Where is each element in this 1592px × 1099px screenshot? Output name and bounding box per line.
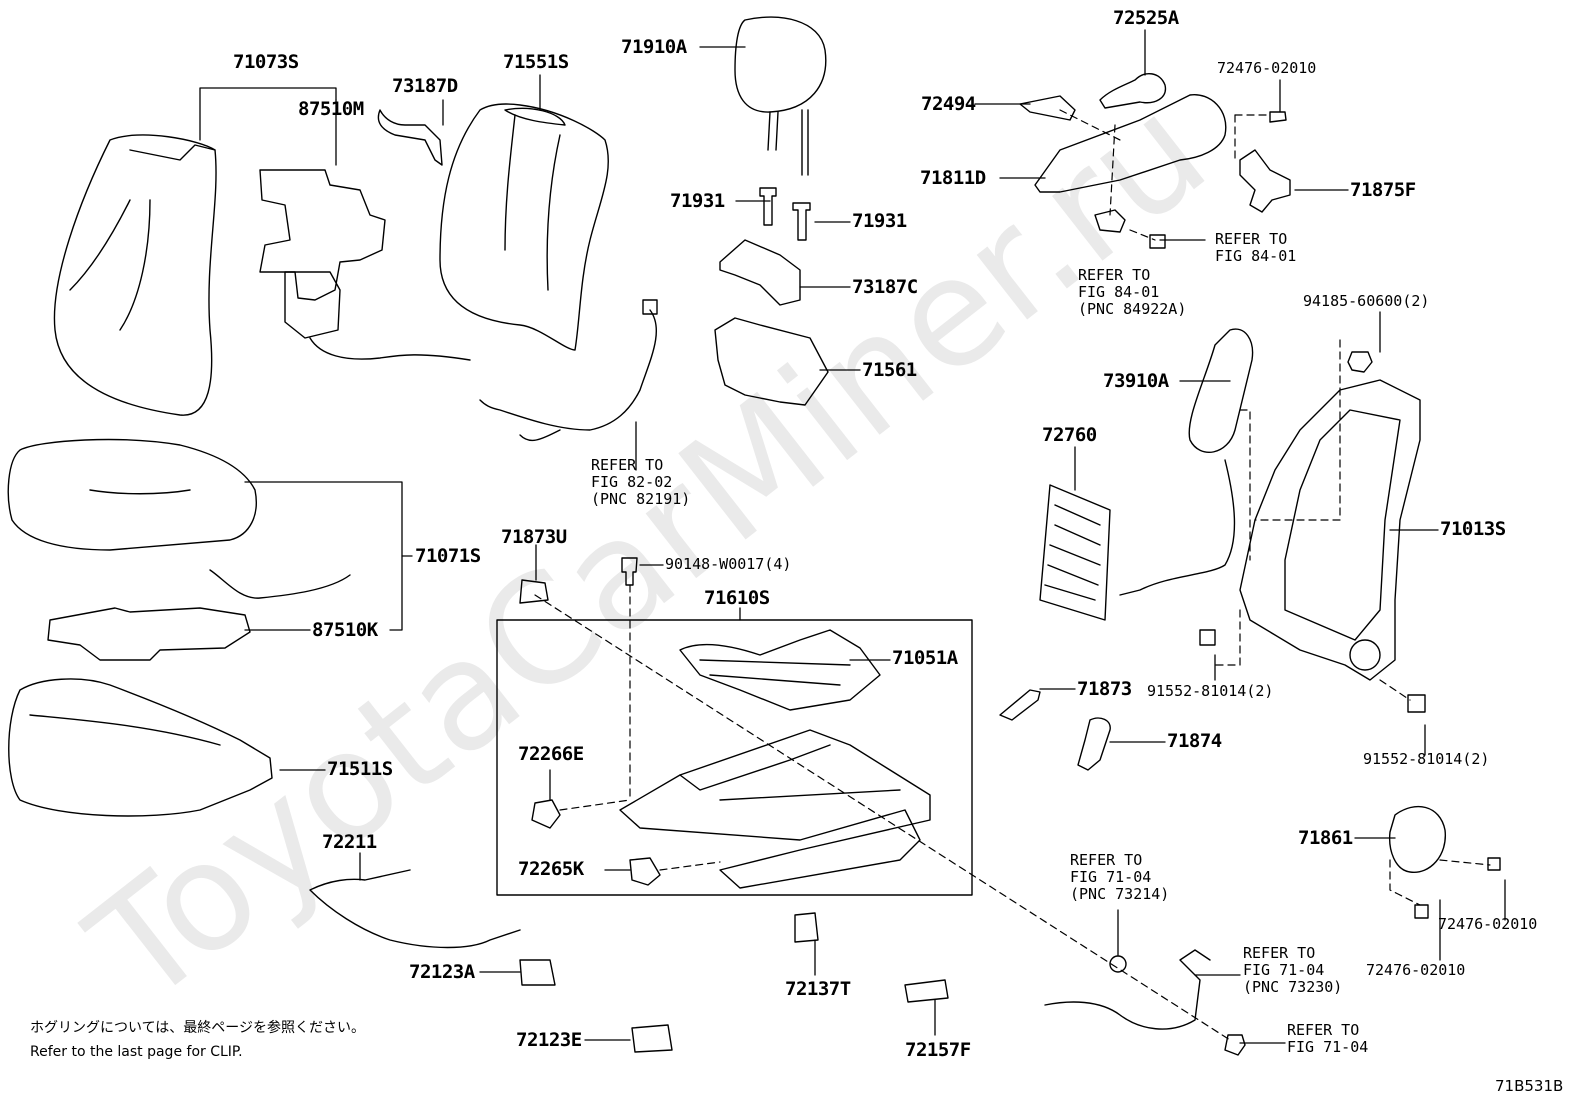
- bolt-72476-top: [1269, 111, 1287, 123]
- part-label[interactable]: 94185-60600(2): [1303, 292, 1430, 310]
- part-label[interactable]: 72266E: [518, 743, 584, 765]
- part-label[interactable]: 71874: [1167, 730, 1222, 752]
- nut-94185: [1347, 351, 1373, 373]
- seatback-spring-72760: [1039, 484, 1111, 621]
- part-label[interactable]: 71511S: [327, 758, 393, 780]
- clips: [519, 912, 949, 1053]
- cushion-pad-71511S: [8, 678, 273, 817]
- recliner-parts-top: [1019, 73, 1227, 233]
- seatback-frame-71013S: [1239, 379, 1421, 681]
- part-label[interactable]: 87510K: [312, 619, 378, 641]
- adjuster-box-71610S: [496, 619, 973, 896]
- headrest-71910A: [734, 16, 827, 176]
- dashed-lines: [534, 109, 1491, 1041]
- bolt-90148: [621, 557, 638, 586]
- part-label[interactable]: 72760: [1042, 424, 1097, 446]
- bracket-73187C: [719, 239, 801, 306]
- part-label[interactable]: 72123E: [516, 1029, 582, 1051]
- reference-note[interactable]: REFER TO FIG 71-04 (PNC 73214): [1070, 851, 1170, 903]
- clip-note-jp: ホグリングについては、最終ページを参照ください。: [30, 1020, 366, 1036]
- part-label[interactable]: 72494: [921, 93, 976, 115]
- part-label[interactable]: 71931: [852, 210, 907, 232]
- part-label[interactable]: 72525A: [1113, 7, 1179, 29]
- part-label[interactable]: 73187C: [852, 276, 918, 298]
- bolt-fig84: [1149, 234, 1166, 249]
- lower-right-parts: [1044, 949, 1246, 1056]
- leader-lines: [199, 29, 1506, 1044]
- cover-71861: [1388, 805, 1446, 873]
- part-label[interactable]: 71561: [862, 359, 917, 381]
- part-label[interactable]: 72211: [322, 831, 377, 853]
- cover-71875F: [1239, 149, 1291, 213]
- part-label[interactable]: 72265K: [518, 858, 584, 880]
- part-label[interactable]: 71875F: [1350, 179, 1416, 201]
- part-label[interactable]: 71861: [1298, 827, 1353, 849]
- part-label[interactable]: 73910A: [1103, 370, 1169, 392]
- part-label[interactable]: 73187D: [392, 75, 458, 97]
- heater-87510M: [259, 169, 471, 361]
- part-label[interactable]: 72476-02010: [1438, 915, 1538, 933]
- part-label[interactable]: 72137T: [785, 978, 851, 1000]
- part-label[interactable]: 72157F: [905, 1039, 971, 1061]
- part-label[interactable]: 71610S: [704, 587, 770, 609]
- wire-harness-82191: [479, 299, 658, 442]
- seat-adjuster-frame: [619, 729, 931, 889]
- diagram-id: 71B531B: [1495, 1077, 1564, 1095]
- seatback-cover-71073S: [53, 134, 217, 416]
- part-label[interactable]: 71931: [670, 190, 725, 212]
- reference-note[interactable]: REFER TO FIG 84-01 (PNC 84922A): [1078, 266, 1187, 318]
- covers-72266E-72265K: [531, 799, 661, 886]
- part-label[interactable]: 71873U: [501, 526, 567, 548]
- side-airbag-73910A: [1119, 328, 1254, 596]
- wire-72211: [309, 869, 521, 949]
- part-label[interactable]: 71051A: [892, 647, 958, 669]
- reference-note[interactable]: REFER TO FIG 82-02 (PNC 82191): [591, 456, 691, 508]
- part-label[interactable]: 71013S: [1440, 518, 1506, 540]
- part-label[interactable]: 87510M: [298, 98, 364, 120]
- part-label[interactable]: 71873: [1077, 678, 1132, 700]
- part-label[interactable]: 71071S: [415, 545, 481, 567]
- board-71561: [714, 317, 829, 406]
- part-label[interactable]: 71073S: [233, 51, 299, 73]
- reference-note[interactable]: REFER TO FIG 84-01: [1215, 230, 1297, 265]
- part-label[interactable]: 72476-02010: [1217, 59, 1317, 77]
- part-label[interactable]: 71551S: [503, 51, 569, 73]
- reference-note[interactable]: REFER TO FIG 71-04: [1287, 1021, 1369, 1056]
- heater-87510K: [47, 569, 351, 661]
- bracket-73187D: [377, 109, 443, 166]
- bolts-72476-right: [1414, 857, 1501, 919]
- part-label[interactable]: 72476-02010: [1366, 961, 1466, 979]
- cushion-cover-71071S: [7, 438, 257, 551]
- part-label[interactable]: 91552-81014(2): [1147, 682, 1274, 700]
- part-label[interactable]: 72123A: [409, 961, 475, 983]
- headrest-guides-71931: [759, 187, 811, 241]
- part-71873U: [519, 579, 549, 604]
- seatback-pad-71551S: [439, 103, 609, 351]
- part-label[interactable]: 71811D: [920, 167, 986, 189]
- bolts-91552: [1199, 629, 1426, 713]
- part-label[interactable]: 71910A: [621, 36, 687, 58]
- cushion-spring-71051A: [679, 629, 881, 711]
- clip-note-en: Refer to the last page for CLIP.: [30, 1044, 243, 1060]
- reference-note[interactable]: REFER TO FIG 71-04 (PNC 73230): [1243, 944, 1343, 996]
- part-label[interactable]: 90148-W0017(4): [665, 555, 792, 573]
- parts-71873-71874: [999, 689, 1111, 771]
- part-label[interactable]: 91552-81014(2): [1363, 750, 1490, 768]
